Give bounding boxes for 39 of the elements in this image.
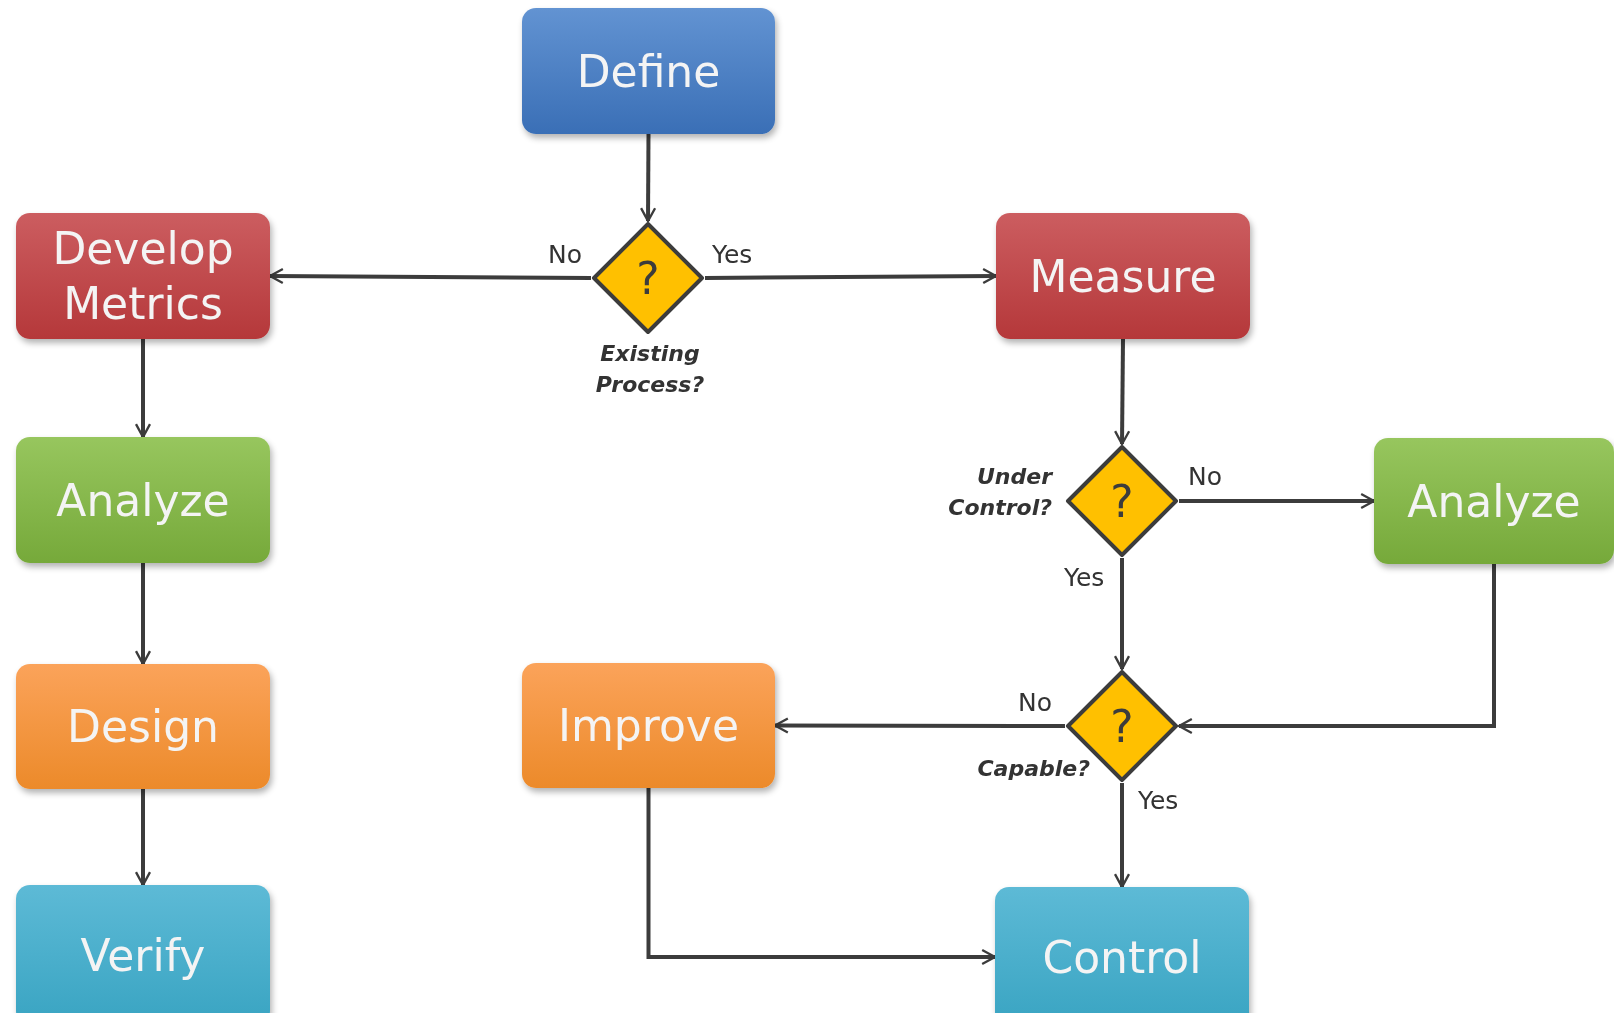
process-box [1374, 438, 1614, 564]
box-label: Analyze [56, 473, 230, 528]
process-box [995, 887, 1249, 1013]
box-label: Control [1042, 930, 1202, 985]
process-box [16, 213, 270, 339]
arrow [646, 788, 997, 966]
box-label: Measure [1029, 249, 1217, 304]
question-mark: ? [636, 252, 660, 304]
process-box [16, 885, 270, 1013]
arrow [773, 717, 1065, 734]
arrow [639, 134, 657, 223]
arrow [1179, 492, 1376, 510]
arrow [1113, 338, 1131, 446]
arrow [134, 339, 152, 439]
decision-diamond [1065, 444, 1179, 558]
decision-caption: Capable? [976, 755, 1090, 783]
question-mark: ? [1110, 475, 1134, 527]
arrow [268, 267, 591, 285]
arrow [1177, 564, 1496, 735]
arrow [134, 563, 152, 666]
arrow [134, 789, 152, 887]
box-label: Develop Metrics [51, 222, 235, 331]
process-box [16, 664, 270, 789]
process-box [522, 663, 775, 788]
decision-diamond [591, 221, 705, 335]
process-box [522, 8, 775, 134]
arrow [705, 267, 998, 285]
box-label: Analyze [1407, 474, 1581, 529]
process-box [996, 213, 1250, 339]
decision-caption: Existing Process? [594, 340, 706, 399]
arrow [1113, 558, 1131, 671]
box-label: Improve [558, 699, 739, 753]
process-box [16, 437, 270, 563]
box-label: Design [67, 700, 219, 754]
arrow [1113, 783, 1131, 889]
decision-caption: Under Control? [947, 463, 1052, 522]
box-label: Define [576, 44, 721, 99]
box-label: Verify [80, 928, 206, 983]
question-mark: ? [1110, 700, 1134, 752]
